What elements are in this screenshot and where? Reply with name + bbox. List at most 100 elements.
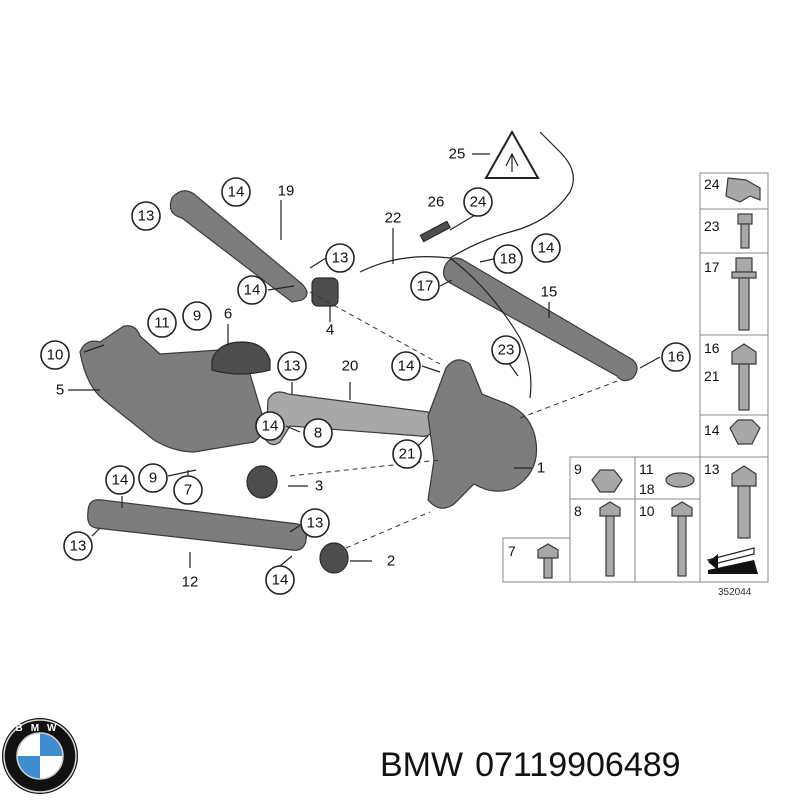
nut-9-icon <box>591 469 623 493</box>
callout-9-a: 9 <box>182 301 212 331</box>
callout-17: 17 <box>410 271 440 301</box>
callout-13-e: 13 <box>63 531 93 561</box>
callout-label-13-e: 13 <box>70 538 87 555</box>
rear-arm-15 <box>442 257 638 382</box>
callout-label-22: 22 <box>385 210 402 227</box>
callout-18: 18 <box>493 244 523 274</box>
callout-label-13-b: 13 <box>332 250 349 267</box>
callout-23: 23 <box>491 335 521 365</box>
panel-label-18: 18 <box>639 481 655 497</box>
assembly-parts <box>79 129 638 574</box>
fastener-panel: 24 23 17 16 21 14 13 9 11 18 8 10 7 <box>502 172 769 598</box>
bushing-3 <box>246 465 278 499</box>
callout-1: 1 <box>537 460 545 477</box>
bolt-16-icon <box>731 343 757 411</box>
callout-5: 5 <box>56 382 64 399</box>
callout-22: 22 <box>385 210 402 227</box>
callout-label-16: 16 <box>668 349 685 366</box>
callout-label-6: 6 <box>224 306 232 323</box>
callout-9-b: 9 <box>138 463 168 493</box>
callout-14-g: 14 <box>265 565 295 595</box>
pin-26 <box>419 220 451 243</box>
callout-label-13-c: 13 <box>284 358 301 375</box>
panel-label-16: 16 <box>704 340 720 356</box>
panel-label-21: 21 <box>704 368 720 384</box>
callout-label-20: 20 <box>342 358 359 375</box>
callout-3: 3 <box>315 478 323 495</box>
callout-label-5: 5 <box>56 382 64 399</box>
callout-15: 15 <box>541 284 558 301</box>
sensor-cable-22 <box>359 131 574 399</box>
callout-14-b: 14 <box>531 233 561 263</box>
callout-label-21: 21 <box>399 446 416 463</box>
callout-label-15: 15 <box>541 284 558 301</box>
bolt-23-icon <box>737 213 753 249</box>
callout-label-8: 8 <box>314 425 322 442</box>
callout-label-2: 2 <box>387 553 395 570</box>
clip-24-icon <box>725 177 761 203</box>
callout-14-f: 14 <box>105 465 135 495</box>
bolt-8-icon <box>599 501 621 577</box>
callout-label-10: 10 <box>47 347 64 364</box>
callout-label-24: 24 <box>470 194 487 211</box>
callout-label-18: 18 <box>500 251 517 268</box>
callout-13-c: 13 <box>277 351 307 381</box>
washer-11-icon <box>665 472 695 488</box>
callout-label-14-a: 14 <box>228 184 245 201</box>
callout-13-a: 13 <box>131 201 161 231</box>
bolt-7-icon <box>537 543 559 579</box>
callout-label-1: 1 <box>537 460 545 477</box>
callout-label-4: 4 <box>326 322 334 339</box>
panel-label-23: 23 <box>704 218 720 234</box>
callout-7: 7 <box>173 475 203 505</box>
callout-label-26: 26 <box>428 194 445 211</box>
callout-14-a: 14 <box>221 177 251 207</box>
bushing-4 <box>311 277 339 307</box>
callout-label-25: 25 <box>449 146 466 163</box>
logo-brand-text: BMW <box>16 723 65 734</box>
callout-label-17: 17 <box>417 278 434 295</box>
callout-21: 21 <box>392 439 422 469</box>
panel-label-8: 8 <box>574 503 582 519</box>
bolt-13-icon <box>731 465 757 539</box>
callout-label-14-b: 14 <box>538 240 555 257</box>
panel-label-9: 9 <box>574 461 582 477</box>
callout-6: 6 <box>224 306 232 323</box>
panel-label-10: 10 <box>639 503 655 519</box>
callout-14-c: 14 <box>237 275 267 305</box>
callout-20: 20 <box>342 358 359 375</box>
callout-12: 12 <box>182 574 199 591</box>
callout-4: 4 <box>326 322 334 339</box>
bmw-roundel-icon: BMW <box>2 718 78 794</box>
callout-14-e: 14 <box>255 411 285 441</box>
leader-lines <box>68 153 661 568</box>
caption-part-number: 07119906489 <box>475 746 681 784</box>
callout-24: 24 <box>463 187 493 217</box>
callout-label-11: 11 <box>154 315 170 332</box>
callout-label-14-g: 14 <box>272 572 289 589</box>
panel-label-7: 7 <box>508 543 516 559</box>
bushing-2 <box>319 542 349 574</box>
callout-16: 16 <box>661 342 691 372</box>
callout-label-14-d: 14 <box>398 358 415 375</box>
callout-label-7: 7 <box>184 482 192 499</box>
callout-label-9-b: 9 <box>149 470 157 487</box>
callout-label-14-e: 14 <box>262 418 279 435</box>
bolt-17-icon <box>731 257 757 331</box>
wheel-carrier-1 <box>427 359 538 509</box>
panel-label-11: 11 <box>639 461 654 477</box>
warning-triangle-icon <box>484 129 540 179</box>
callout-label-14-f: 14 <box>112 472 129 489</box>
mount-6 <box>211 341 271 375</box>
callout-label-13-d: 13 <box>307 515 324 532</box>
callout-19: 19 <box>278 183 295 200</box>
lower-link-12 <box>87 499 307 551</box>
callout-label-14-c: 14 <box>244 282 261 299</box>
callout-10: 10 <box>40 340 70 370</box>
callout-label-3: 3 <box>315 478 323 495</box>
callout-8: 8 <box>303 418 333 448</box>
direction-arrow-icon <box>706 547 758 574</box>
panel-label-24: 24 <box>704 176 720 192</box>
